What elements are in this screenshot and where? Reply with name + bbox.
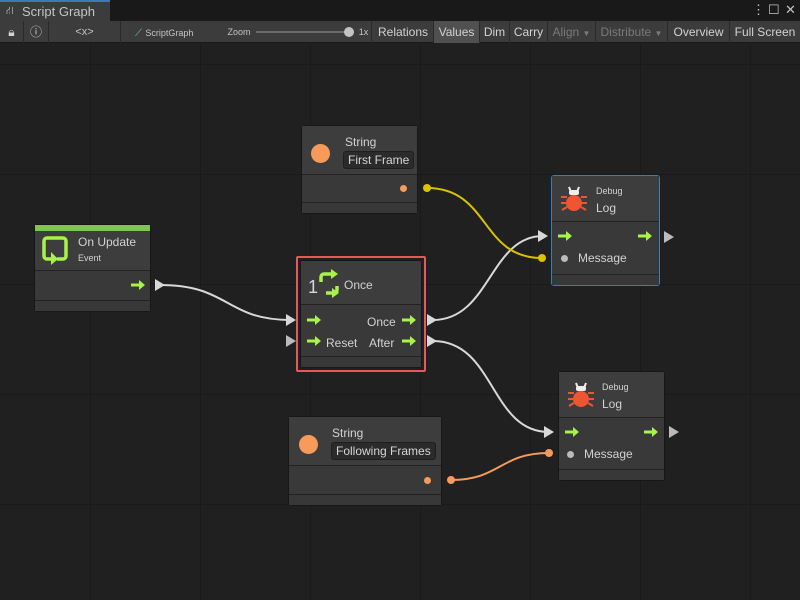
message-input-port[interactable] <box>567 451 574 458</box>
flow-in-arrow-icon[interactable] <box>307 336 321 346</box>
string-icon <box>299 435 318 454</box>
event-strip <box>35 225 150 231</box>
dim-button[interactable]: Dim <box>480 21 510 43</box>
zoom-slider[interactable] <box>256 27 354 37</box>
string-value-field[interactable]: First Frame <box>343 151 415 169</box>
zoom-slider-handle[interactable] <box>344 27 354 37</box>
dropdown-arrow-icon: ▼ <box>582 29 591 38</box>
flow-input-port[interactable] <box>544 426 554 438</box>
debug-log-node-2[interactable]: Debug Log Message <box>558 371 665 481</box>
enter-input-port[interactable] <box>286 314 296 326</box>
port-dot <box>423 184 431 192</box>
flow-in-arrow-icon[interactable] <box>307 315 321 325</box>
dropdown-arrow-icon: ▼ <box>654 29 663 38</box>
bug-icon <box>568 382 594 407</box>
flow-wire <box>432 340 550 433</box>
once-output-port[interactable] <box>427 314 437 326</box>
value-output-port[interactable] <box>424 477 431 484</box>
maximize-button[interactable]: ☐ <box>768 2 780 17</box>
bug-icon <box>561 186 587 211</box>
flow-out-arrow-icon[interactable] <box>402 336 416 346</box>
string-node-first-frame[interactable]: String First Frame <box>301 125 418 214</box>
variables-button[interactable]: <x> <box>49 21 121 43</box>
toolbar: 🔒︎ ⓘ <x> ⟋ ScriptGraph Zoom 1x Relations… <box>0 21 800 43</box>
values-button[interactable]: Values <box>434 21 480 43</box>
reset-input-port[interactable] <box>286 335 296 347</box>
title-bar: ⛙Script Graph ⋮ ☐ ✕ <box>0 0 800 21</box>
flow-out-arrow-icon[interactable] <box>131 280 145 290</box>
port-dot <box>538 254 546 262</box>
selection-outline <box>296 256 426 372</box>
flow-out-arrow-icon[interactable] <box>644 427 658 437</box>
debug-log-node-1[interactable]: Debug Log Message <box>551 175 660 286</box>
full-screen-button[interactable]: Full Screen <box>734 25 796 39</box>
align-dropdown[interactable]: Align ▼ <box>548 21 596 43</box>
flow-in-arrow-icon[interactable] <box>565 427 579 437</box>
info-icon[interactable]: ⓘ <box>24 21 49 43</box>
flow-input-port[interactable] <box>538 230 548 242</box>
string-value-field[interactable]: Following Frames <box>331 442 436 460</box>
string-node-following-frames[interactable]: String Following Frames <box>288 416 442 506</box>
flow-wire <box>432 235 544 321</box>
flow-out-arrow-icon[interactable] <box>402 315 416 325</box>
value-wire <box>426 187 543 259</box>
port-dot <box>447 476 455 484</box>
tab-script-graph[interactable]: ⛙Script Graph <box>0 0 110 21</box>
relations-button[interactable]: Relations <box>373 21 434 43</box>
string-icon <box>311 144 330 163</box>
on-update-node[interactable]: On Update Event <box>34 224 151 312</box>
flow-output-port[interactable] <box>669 426 679 438</box>
update-loop-icon <box>42 236 68 265</box>
flow-wire <box>159 284 292 321</box>
port-dot <box>545 449 553 457</box>
lock-icon[interactable]: 🔒︎ <box>0 21 24 43</box>
carry-button[interactable]: Carry <box>510 21 548 43</box>
value-wire <box>450 452 550 481</box>
zoom-value: 1x <box>356 21 372 43</box>
after-output-port[interactable] <box>427 335 437 347</box>
value-output-port[interactable] <box>400 185 407 192</box>
flow-in-arrow-icon[interactable] <box>558 231 572 241</box>
zoom-label: Zoom <box>227 27 251 37</box>
overview-button[interactable]: Overview <box>668 21 730 43</box>
flow-output-port[interactable] <box>155 279 165 291</box>
once-cycle-icon <box>319 269 339 298</box>
message-input-port[interactable] <box>561 255 568 262</box>
graph-icon: ⟋ <box>135 28 142 39</box>
close-button[interactable]: ✕ <box>785 2 796 17</box>
flow-out-arrow-icon[interactable] <box>638 231 652 241</box>
more-menu-icon[interactable]: ⋮ <box>752 2 765 17</box>
distribute-dropdown[interactable]: Distribute ▼ <box>596 21 668 43</box>
once-node[interactable]: 1 Once Once Reset After <box>300 260 422 368</box>
graph-breadcrumb[interactable]: ⟋ ScriptGraph <box>135 28 194 39</box>
flow-output-port[interactable] <box>664 231 674 243</box>
graph-icon: ⛙ <box>6 5 14 17</box>
